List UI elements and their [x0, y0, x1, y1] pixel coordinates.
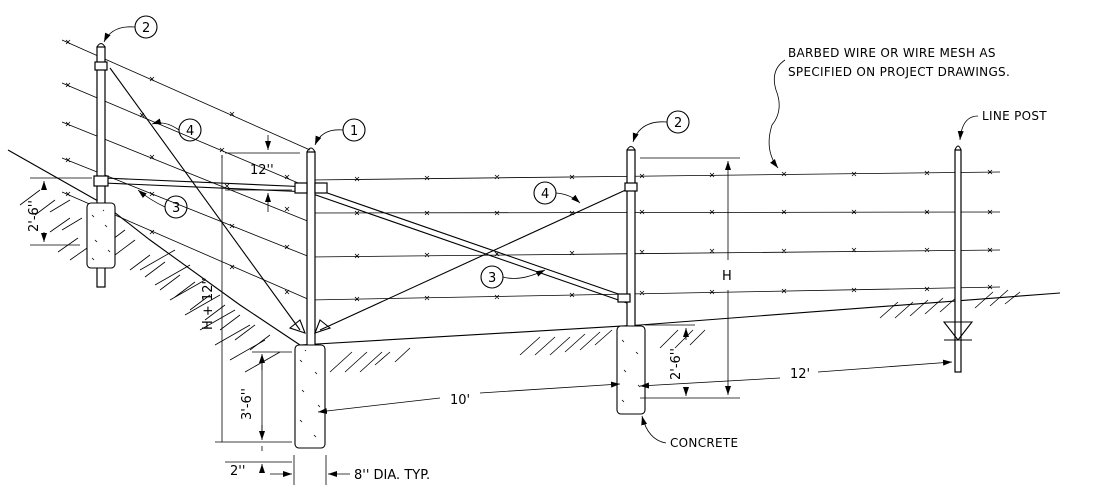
barbs [65, 39, 993, 302]
dim-12-ft: 12' [790, 367, 810, 382]
dim-2-in: 2'' [230, 464, 245, 479]
wire-spec-line2: SPECIFIED ON PROJECT DRAWINGS. [788, 65, 1010, 79]
left-end-post [86, 42, 116, 288]
dim-10-ft: 10' [450, 393, 470, 408]
barbed-wires [61, 39, 1001, 302]
braces [103, 67, 631, 331]
dim-h-plus-12: H + 12'' [201, 277, 216, 330]
dim-h: H [722, 269, 732, 284]
dimensions: 12'' H + 12'' 3'-6'' 2'' 8'' DIA. TYP. 2… [27, 135, 953, 485]
middle-post-2 [616, 145, 646, 415]
ground-lines [7, 149, 1061, 346]
dim-2-6-left: 2'-6'' [27, 200, 42, 232]
dim-12-in: 12'' [250, 163, 274, 178]
callout-3-left: 3 [172, 201, 180, 216]
concrete-label: CONCRETE [670, 436, 738, 450]
ground-hatching [19, 189, 1021, 373]
wire-spec-line1: BARBED WIRE OR WIRE MESH AS [788, 46, 996, 60]
callout-2-left: 2 [142, 21, 150, 36]
dim-8-dia: 8'' DIA. TYP. [354, 468, 430, 483]
posts [86, 42, 974, 449]
callout-1: 1 [350, 124, 358, 139]
callouts: 2 4 1 3 2 4 3 [103, 15, 690, 289]
callout-2-right: 2 [674, 116, 682, 131]
brace-post-1 [288, 147, 332, 449]
callout-4-left: 4 [186, 124, 194, 139]
line-post-label: LINE POST [982, 109, 1047, 123]
dim-2-6-right: 2'-6'' [669, 348, 684, 380]
callout-3-right: 3 [488, 271, 496, 286]
line-post [942, 145, 974, 373]
notes: BARBED WIRE OR WIRE MESH AS SPECIFIED ON… [641, 46, 1047, 450]
callout-4-right: 4 [541, 187, 549, 202]
dim-3-6: 3'-6'' [240, 388, 255, 420]
